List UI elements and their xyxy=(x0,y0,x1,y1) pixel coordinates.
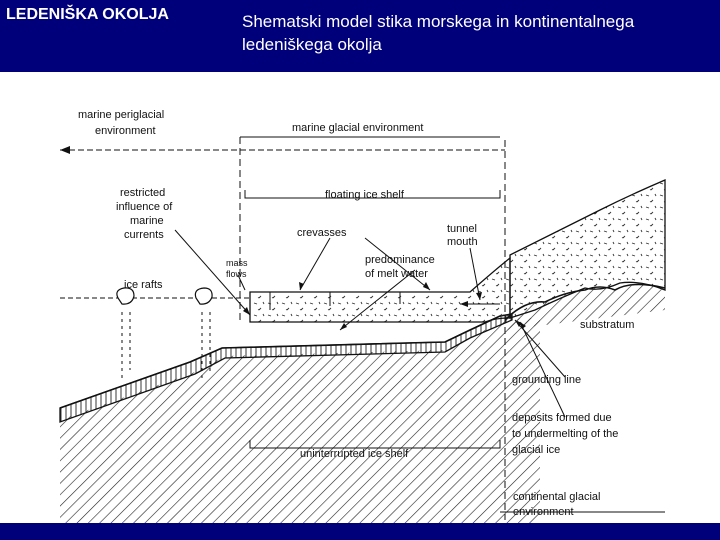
label-continental-2: environment xyxy=(513,506,574,518)
slide-title: Shematski model stika morskega in kontin… xyxy=(242,12,635,54)
footer-bar xyxy=(0,523,720,540)
label-ice-rafts: ice rafts xyxy=(124,279,163,291)
label-restricted-2: influence of xyxy=(116,201,173,213)
label-melt-water: of melt water xyxy=(365,268,428,280)
section-title: LEDENIŠKA OKOLJA xyxy=(6,6,169,23)
bedrock xyxy=(60,318,540,523)
label-predominance: predominance xyxy=(365,254,435,266)
label-uninterrupted: uninterrupted ice shelf xyxy=(300,448,409,460)
ice-raft-2 xyxy=(194,287,213,305)
uninterrupted-bracket xyxy=(249,440,501,449)
label-substratum: substratum xyxy=(580,319,634,331)
label-mass: mass xyxy=(226,258,248,268)
floating-ice-shelf xyxy=(249,256,511,323)
label-deposits-3: glacial ice xyxy=(512,444,560,456)
label-flows: flows xyxy=(226,269,247,279)
label-marine-glacial: marine glacial environment xyxy=(292,122,423,134)
label-deposits-2: to undermelting of the xyxy=(512,428,618,440)
label-restricted-4: currents xyxy=(124,229,164,241)
ice-shelf-bracket xyxy=(244,190,501,199)
ice-raft-1 xyxy=(116,287,135,305)
label-crevasses: crevasses xyxy=(297,227,347,239)
label-floating-ice-shelf: floating ice shelf xyxy=(325,189,405,201)
substratum-hatch xyxy=(505,284,665,330)
label-grounding-line: grounding line xyxy=(512,374,581,386)
glacial-environment-diagram: marine periglacial environment marine gl… xyxy=(59,109,666,523)
label-tunnel: tunnel xyxy=(447,223,477,235)
label-deposits-1: deposits formed due xyxy=(512,412,612,424)
left-arrowhead xyxy=(60,146,70,154)
title-bar: LEDENIŠKA OKOLJA Shematski model stika m… xyxy=(0,0,720,72)
label-restricted-1: restricted xyxy=(120,187,165,199)
label-mouth: mouth xyxy=(447,236,478,248)
label-restricted-3: marine xyxy=(130,215,164,227)
label-continental-1: continental glacial xyxy=(513,491,600,503)
label-marine-periglacial-2: environment xyxy=(95,125,156,137)
label-marine-periglacial: marine periglacial xyxy=(78,109,164,121)
